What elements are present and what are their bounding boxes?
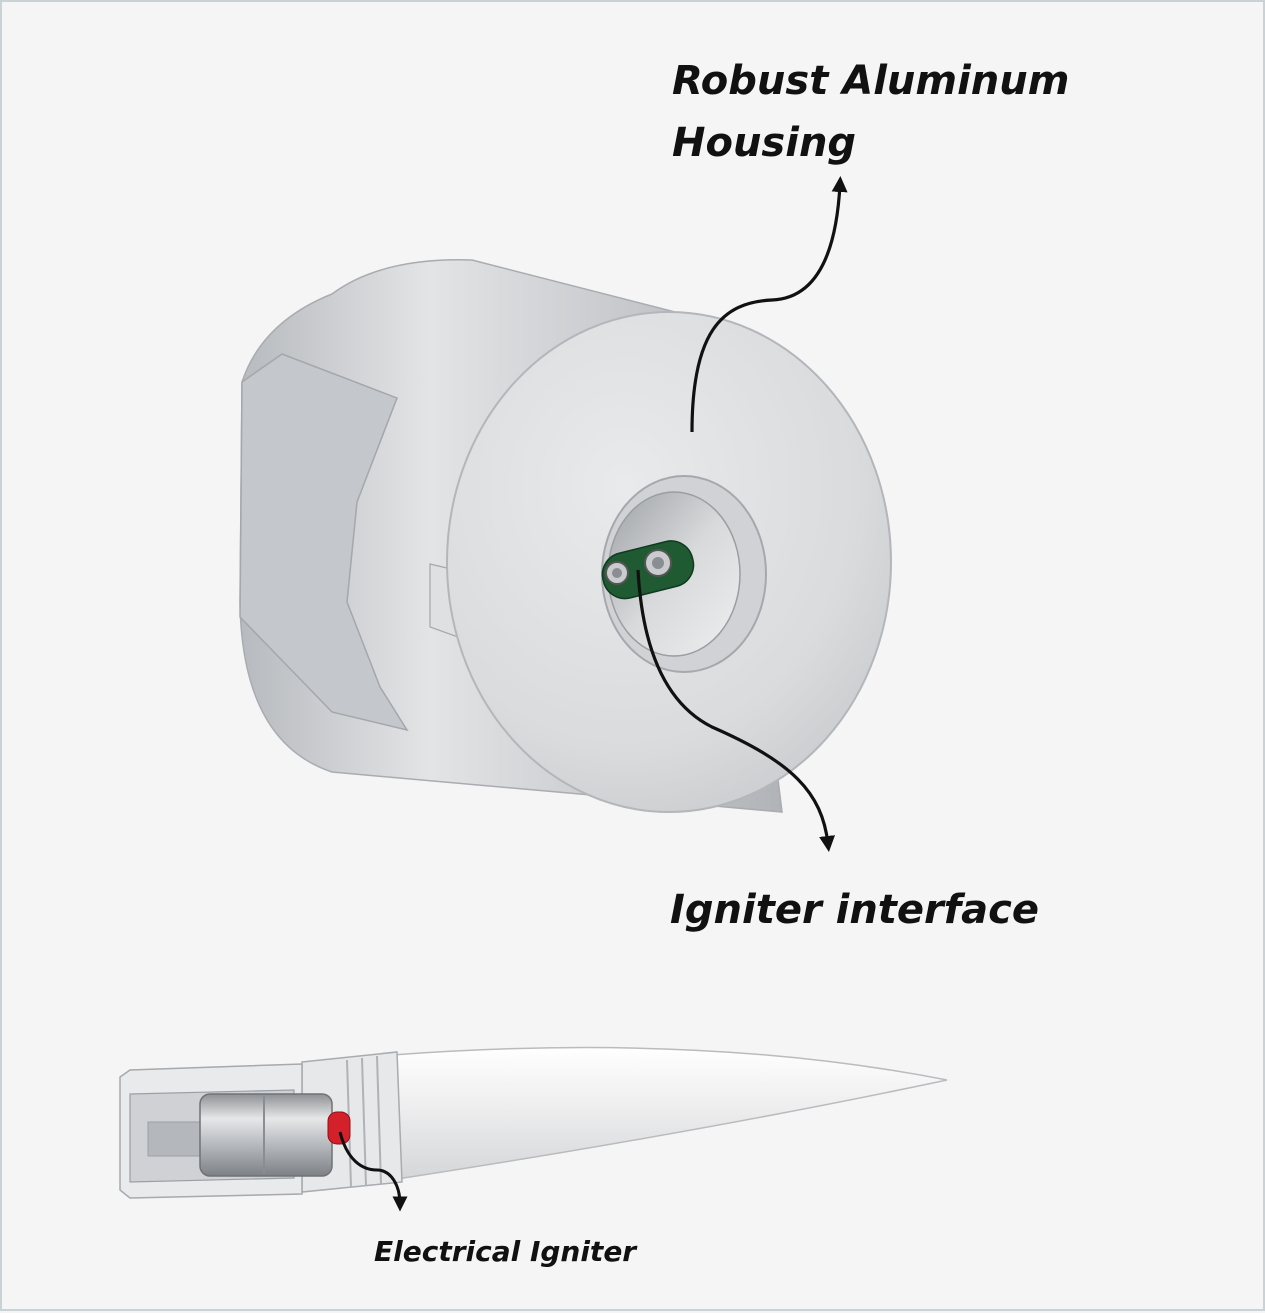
contact-pin-right-center: [652, 557, 664, 569]
housing-leader-arrow: [690, 176, 848, 433]
housing-label-line2: Housing: [672, 120, 857, 166]
igniter-metal-cylinder: [199, 1093, 333, 1177]
igniter-nose-cone: [391, 1046, 948, 1180]
collar-thread-3: [376, 1055, 382, 1185]
contact-pin-left-center: [612, 568, 622, 578]
igniter-red-tip: [327, 1111, 351, 1145]
housing-label: Robust Aluminum Housing: [672, 50, 1132, 174]
housing-side-flat: [239, 353, 409, 732]
electrical-igniter-assembly: [119, 1046, 948, 1199]
collar-thread-2: [361, 1057, 367, 1187]
interface-leader-arrow: [636, 569, 836, 852]
igniter-interface-label: Igniter interface: [670, 887, 1040, 933]
aluminum-housing: [239, 259, 892, 813]
igniter-inner-channel: [147, 1121, 209, 1157]
electrical-igniter-leader-arrow: [338, 1131, 408, 1212]
electrical-igniter-label: Electrical Igniter: [374, 1235, 637, 1268]
housing-label-line1: Robust Aluminum: [672, 58, 1070, 104]
